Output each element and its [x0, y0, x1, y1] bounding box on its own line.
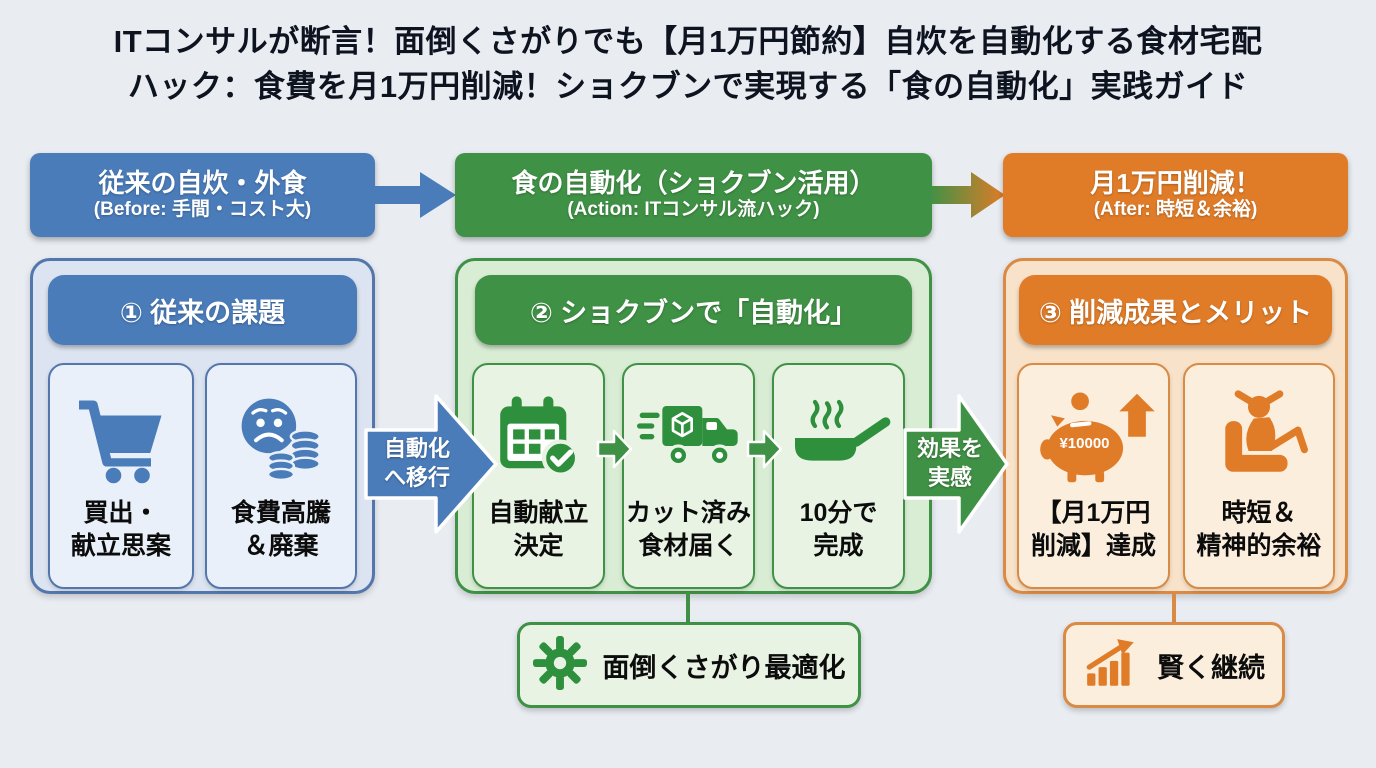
card-food-cost-waste: 食費高騰 ＆廃棄 [205, 363, 357, 589]
transition-arrow-to-automation: 自動化 へ移行 [364, 388, 500, 540]
card-time-mental-margin: 時短＆ 精神的余裕 [1183, 363, 1335, 589]
frying-pan-icon [787, 379, 891, 497]
delivery-truck-icon [636, 379, 741, 497]
section-results-merits: ③ 削減成果とメリット ¥10000 【月1万円 削減】達成 [1003, 258, 1348, 594]
transition-arrow-label: 自動化 へ移行 [383, 436, 450, 490]
shopping-cart-icon [73, 379, 169, 497]
card-label: 買出・ 献立思案 [70, 499, 171, 560]
piggy-amount-badge: ¥10000 [1059, 435, 1110, 452]
flow-step-before: 従来の自炊・外食 (Before: 手間・コスト大) [30, 153, 375, 237]
flow-step-before-title: 従来の自炊・外食 [98, 168, 307, 198]
section-shokubun-automation: ② ショクブンで「自動化」 自動献立 決定 [455, 258, 932, 594]
gear-icon [532, 635, 587, 695]
card-label: 自動献立 決定 [488, 499, 589, 560]
card-10000yen-saving: ¥10000 【月1万円 削減】達成 [1017, 363, 1170, 589]
page-title-line2: ハック：食費を月1万円削減！ショクブンで実現する「食の自動化」実践ガイド [127, 68, 1249, 104]
flow-step-action: 食の自動化（ショクブン活用） (Action: ITコンサル流ハック) [455, 153, 932, 237]
relaxing-person-icon [1204, 379, 1314, 497]
big-arrow-right-icon [364, 394, 498, 534]
page-title-line1: ITコンサルが断言！面倒くさがりでも【月1万円節約】自炊を自動化する食材宅配 [113, 24, 1263, 59]
arrow-right-gradient-icon [929, 172, 1005, 218]
callout-lazy-optimization: 面倒くさがり最適化 [517, 622, 861, 708]
transition-arrow-feel-effect: 効果を 実感 [903, 388, 1011, 540]
flow-step-after: 月1万円削減！ (After: 時短＆余裕) [1003, 153, 1348, 237]
calendar-check-icon [493, 379, 585, 497]
card-label: カット済み 食材届く [625, 499, 751, 560]
flow-step-action-subtitle: (Action: ITコンサル流ハック) [567, 199, 820, 221]
card-label: 10分で 完成 [799, 499, 878, 560]
arrow-right-icon [372, 172, 456, 218]
card-label: 【月1万円 削減】達成 [1030, 499, 1156, 560]
section-results-merits-header: ③ 削減成果とメリット [1019, 275, 1332, 345]
big-arrow-right-icon [903, 394, 1009, 534]
piggy-bank-icon: ¥10000 [1032, 379, 1156, 497]
card-precut-ingredients: カット済み 食材届く [622, 363, 755, 589]
worried-face-coins-icon [231, 379, 331, 497]
card-done-in-10-min: 10分で 完成 [772, 363, 905, 589]
connector-line-orange [1172, 592, 1176, 624]
card-shopping-menu-planning: 買出・ 献立思案 [48, 363, 194, 589]
transition-arrow-label: 効果を 実感 [916, 436, 983, 490]
flow-step-after-title: 月1万円削減！ [1090, 168, 1261, 198]
card-label: 食費高騰 ＆廃棄 [230, 499, 331, 560]
flow-step-after-subtitle: (After: 時短＆余裕) [1093, 199, 1258, 221]
callout-label: 面倒くさがり最適化 [602, 652, 846, 683]
callout-label: 賢く継続 [1157, 652, 1265, 683]
section-traditional-problems-header: ① 従来の課題 [48, 275, 357, 345]
page-title: ITコンサルが断言！面倒くさがりでも【月1万円節約】自炊を自動化する食材宅配 ハ… [0, 20, 1376, 110]
section-traditional-problems: ① 従来の課題 買出・ 献立思案 [30, 258, 375, 594]
flow-step-before-subtitle: (Before: 手間・コスト大) [93, 199, 312, 221]
callout-smart-continuation: 賢く継続 [1063, 622, 1285, 708]
arrow-right-icon [596, 429, 633, 469]
flow-step-action-title: 食の自動化（ショクブン活用） [511, 168, 876, 198]
connector-line-green [686, 592, 690, 624]
arrow-right-icon [746, 429, 783, 469]
growth-chart-icon [1083, 638, 1141, 693]
section-shokubun-automation-header: ② ショクブンで「自動化」 [475, 275, 912, 345]
card-label: 時短＆ 精神的余裕 [1196, 499, 1322, 560]
